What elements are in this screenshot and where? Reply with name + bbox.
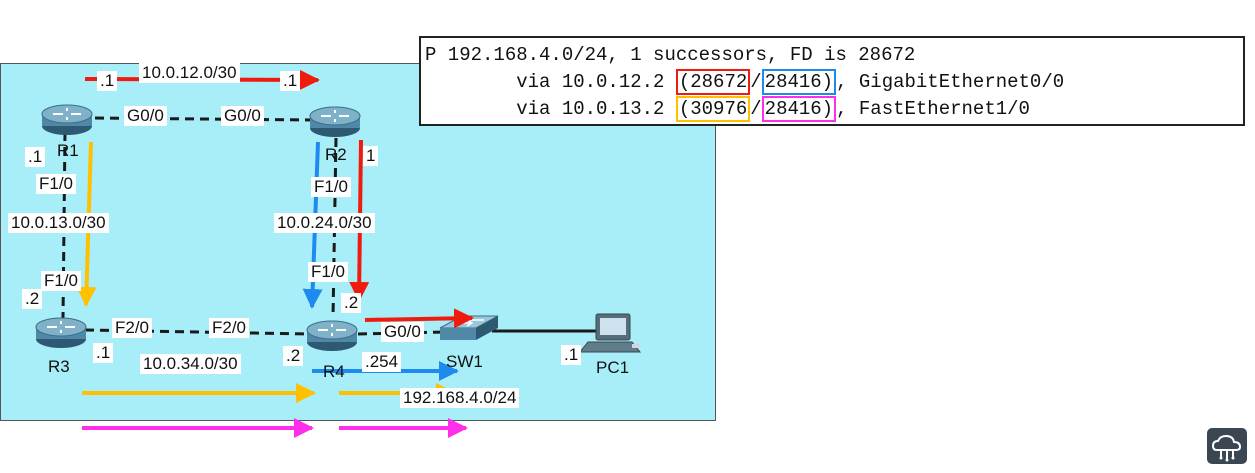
red-arrow-r4-lan xyxy=(364,308,474,329)
pc-pc1[interactable] xyxy=(578,313,642,353)
route-entry-2-suffix: , FastEthernet1/0 xyxy=(836,98,1030,120)
router-name-r4: R4 xyxy=(323,362,345,381)
interface-label-r2-f10: F1/0 xyxy=(311,177,352,197)
host-id-r4-24: .2 xyxy=(341,293,362,313)
cloud-network-logo-icon xyxy=(1207,428,1247,464)
interface-label-r3-f10: F1/0 xyxy=(41,271,82,291)
router-icon xyxy=(35,317,87,348)
interface-label-r4-g00: G0/0 xyxy=(381,322,424,342)
router-r4[interactable] xyxy=(306,320,358,351)
host-id-r3-13: .2 xyxy=(22,289,43,309)
pc-icon xyxy=(578,313,642,353)
eigrp-topology-output: P 192.168.4.0/24, 1 successors, FD is 28… xyxy=(419,36,1245,126)
subnet-label-lan: 192.168.4.0/24 xyxy=(400,388,520,408)
route-entry-1-prefix: via 10.0.12.2 xyxy=(425,71,676,93)
route-entry-2-sep: / xyxy=(750,98,762,120)
host-id-r1-12: .1 xyxy=(97,71,118,91)
host-id-r2-24: 1 xyxy=(363,146,379,166)
interface-label-r1-g00: G0/0 xyxy=(124,106,167,126)
route-entry-1-fd: (28672 xyxy=(675,69,751,95)
router-name-r3: R3 xyxy=(48,357,70,376)
host-id-r1-13: .1 xyxy=(25,147,46,167)
route-header: P 192.168.4.0/24, 1 successors, FD is 28… xyxy=(425,44,916,66)
host-id-r3-34: .1 xyxy=(93,343,114,363)
route-entry-2: via 10.0.13.2 (30976/28416), FastEtherne… xyxy=(425,96,1030,122)
route-entry-2-fd: (30976 xyxy=(675,96,751,122)
router-icon xyxy=(309,106,361,137)
route-entry-2-prefix: via 10.0.13.2 xyxy=(425,98,676,120)
subnet-label-r1-r3: 10.0.13.0/30 xyxy=(8,213,109,233)
host-id-r4-lan: .254 xyxy=(362,352,402,372)
interface-label-r4-f10: F1/0 xyxy=(308,262,349,282)
host-id-pc1: .1 xyxy=(561,345,582,365)
route-entry-1-suffix: , GigabitEthernet0/0 xyxy=(836,71,1065,93)
interface-label-r2-g00: G0/0 xyxy=(221,106,264,126)
interface-label-r4-f20: F2/0 xyxy=(209,318,250,338)
interface-label-r3-f20: F2/0 xyxy=(112,318,153,338)
route-entry-2-rd: 28416) xyxy=(761,96,837,122)
pc-name-pc1: PC1 xyxy=(596,358,630,377)
router-name-r2: R2 xyxy=(325,145,347,164)
interface-label-r1-f10: F1/0 xyxy=(36,174,77,194)
subnet-label-r3-r4: 10.0.34.0/30 xyxy=(140,354,241,374)
host-id-r4-34: .2 xyxy=(283,346,304,366)
router-icon xyxy=(306,320,358,351)
router-r3[interactable] xyxy=(35,317,87,348)
host-id-r2-12: .1 xyxy=(280,71,301,91)
route-entry-1-sep: / xyxy=(750,71,762,93)
route-entry-1: via 10.0.12.2 (28672/28416), GigabitEthe… xyxy=(425,69,1064,95)
route-entry-1-rd: 28416) xyxy=(761,69,837,95)
switch-name-sw1: SW1 xyxy=(446,352,483,371)
subnet-label-r1-r2: 10.0.12.0/30 xyxy=(139,63,240,83)
router-r2[interactable] xyxy=(309,106,361,137)
subnet-label-r2-r4: 10.0.24.0/30 xyxy=(274,213,375,233)
router-icon xyxy=(41,104,93,135)
router-name-r1: R1 xyxy=(57,141,79,160)
path-arrows xyxy=(76,69,474,438)
router-r1[interactable] xyxy=(41,104,93,135)
